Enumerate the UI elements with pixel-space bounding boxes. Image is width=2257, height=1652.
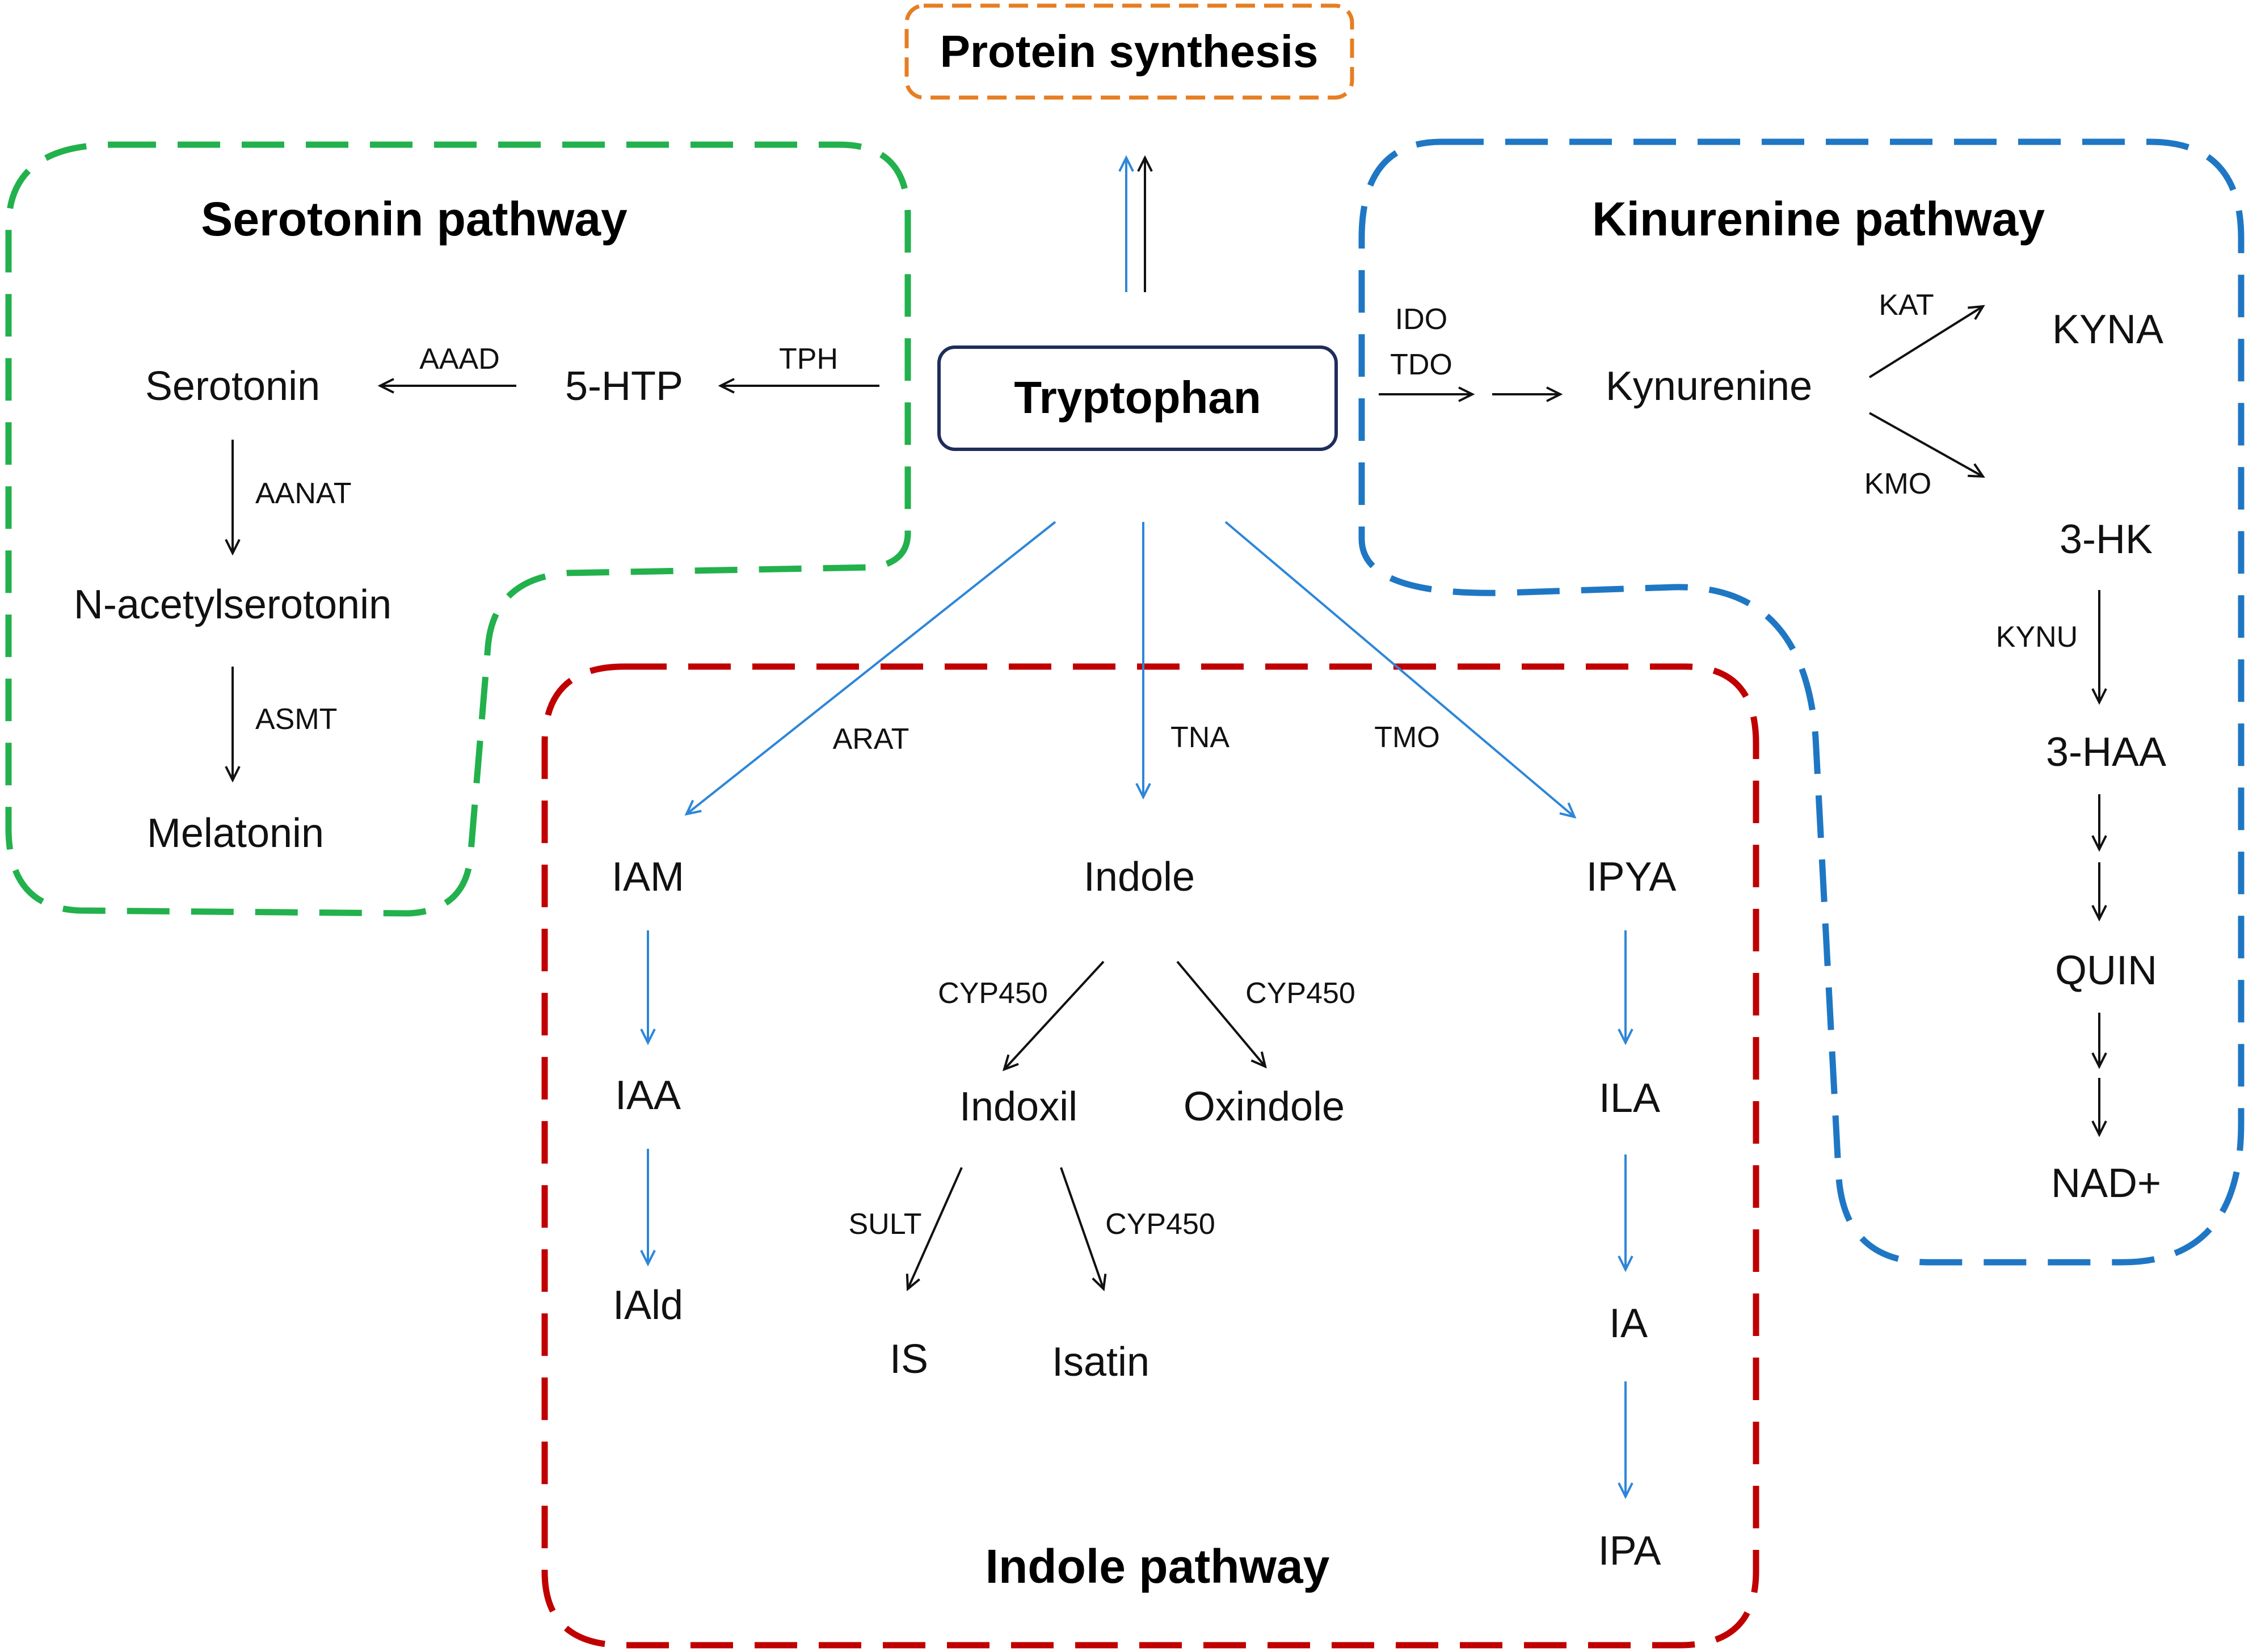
- asmt-label: ASMT: [255, 703, 337, 736]
- kat-label: KAT: [1879, 289, 1934, 322]
- 3-hk-node: 3-HK: [2060, 517, 2153, 562]
- iam-node: IAM: [612, 854, 684, 900]
- kmo-label: KMO: [1864, 467, 1931, 500]
- aaad-label: AAAD: [419, 343, 500, 376]
- indoxil-to-is-arrow: [908, 1167, 963, 1289]
- kmo-arrow: [1869, 412, 1983, 477]
- kynu-label: KYNU: [1996, 621, 2078, 654]
- tmo-label: TMO: [1374, 721, 1440, 754]
- arat-label: ARAT: [833, 723, 909, 756]
- serotonin-pathway-border: [5, 141, 911, 917]
- ipya-node: IPYA: [1586, 854, 1677, 900]
- ila-node: ILA: [1599, 1076, 1660, 1121]
- ipa-node: IPA: [1598, 1528, 1661, 1574]
- tdo-label: TDO: [1390, 348, 1452, 381]
- indole-pathway-title: Indole pathway: [986, 1540, 1330, 1593]
- tmo-arrow: [1224, 521, 1574, 817]
- protein-synthesis-label: Protein synthesis: [940, 26, 1319, 77]
- indole-to-oxindole-arrow: [1176, 960, 1265, 1067]
- tna-label: TNA: [1170, 721, 1229, 754]
- nad-node: NAD+: [2051, 1161, 2161, 1206]
- 5-htp-node: 5-HTP: [565, 364, 683, 409]
- iaa-node: IAA: [615, 1073, 681, 1118]
- indoxil-node: Indoxil: [959, 1084, 1077, 1130]
- ido-label: IDO: [1395, 303, 1447, 336]
- tph-label: TPH: [779, 343, 838, 376]
- n-acetylserotonin-node: N-acetylserotonin: [74, 582, 391, 627]
- cyp450-isatin-label: CYP450: [1105, 1208, 1215, 1241]
- kynurenine-node: Kynurenine: [1606, 364, 1812, 409]
- iald-node: IAld: [613, 1283, 683, 1328]
- tryptophan-label: Tryptophan: [1014, 372, 1261, 423]
- is-node: IS: [890, 1337, 928, 1382]
- indole-pathway-border: [541, 663, 1759, 1649]
- kat-arrow: [1868, 306, 1983, 378]
- tryptophan-node-border: [937, 345, 1338, 451]
- quin-node: QUIN: [2055, 948, 2157, 993]
- kyna-node: KYNA: [2052, 307, 2163, 352]
- sult-label: SULT: [848, 1208, 921, 1241]
- cyp450-indoxil-label: CYP450: [938, 977, 1048, 1010]
- 3-haa-node: 3-HAA: [2046, 730, 2166, 775]
- protein-synthesis-border: [904, 3, 1354, 100]
- kinurenine-pathway-title: Kinurenine pathway: [1592, 192, 2045, 246]
- ia-node: IA: [1609, 1301, 1648, 1346]
- indole-node: Indole: [1084, 854, 1195, 900]
- cyp450-oxindole-label: CYP450: [1245, 977, 1355, 1010]
- indole-to-indoxil-arrow: [1004, 960, 1105, 1069]
- serotonin-pathway-title: Serotonin pathway: [201, 192, 628, 246]
- kinurenine-pathway-border: [1358, 138, 2245, 1266]
- aanat-label: AANAT: [255, 477, 352, 510]
- oxindole-node: Oxindole: [1184, 1084, 1345, 1130]
- indoxil-to-isatin-arrow: [1060, 1167, 1104, 1289]
- melatonin-node: Melatonin: [147, 811, 324, 856]
- arat-arrow: [687, 521, 1056, 814]
- isatin-node: Isatin: [1052, 1339, 1149, 1385]
- serotonin-node: Serotonin: [145, 364, 320, 409]
